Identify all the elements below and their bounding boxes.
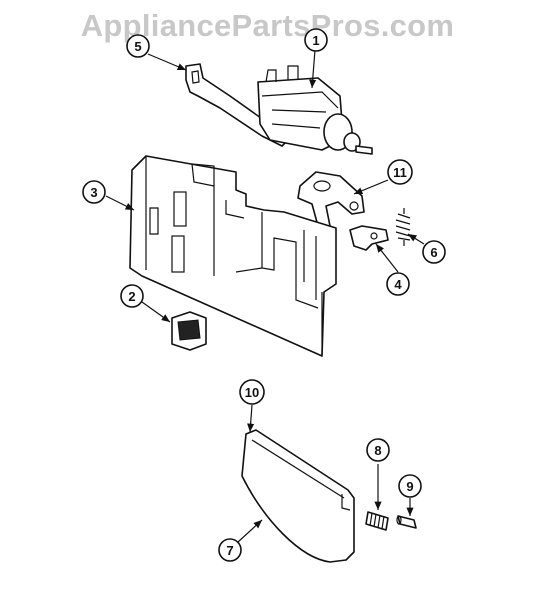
callout-label-9: 9 (406, 479, 413, 494)
part-6-spring (395, 208, 411, 246)
callout-label-7: 7 (226, 543, 233, 558)
part-1-switch (257, 65, 373, 155)
callout-4: 4 (386, 272, 410, 296)
part-4-latch (349, 225, 389, 251)
callout-label-5: 5 (134, 39, 141, 54)
part-7-cover (241, 429, 355, 563)
callout-8: 8 (366, 438, 390, 462)
callout-5: 5 (126, 34, 150, 58)
callout-9: 9 (398, 474, 422, 498)
part-3-housing (129, 155, 337, 357)
part-8-spring (365, 511, 389, 531)
part-9-pin (396, 515, 417, 529)
callout-7: 7 (218, 538, 242, 562)
callout-3: 3 (82, 180, 106, 204)
callout-10: 10 (239, 379, 265, 405)
callout-1: 1 (304, 28, 328, 52)
part-11-bracket (297, 171, 365, 227)
part-2-button (171, 311, 207, 351)
callout-2: 2 (120, 284, 144, 308)
callout-label-2: 2 (128, 289, 135, 304)
callout-label-11: 11 (393, 165, 407, 180)
callout-6: 6 (422, 240, 446, 264)
leader-lines (105, 49, 425, 543)
callout-label-1: 1 (312, 33, 319, 48)
callout-label-6: 6 (430, 245, 437, 260)
callout-label-8: 8 (374, 443, 381, 458)
callout-label-3: 3 (90, 185, 97, 200)
callout-11: 11 (387, 159, 413, 185)
callout-label-10: 10 (245, 385, 259, 400)
callout-label-4: 4 (394, 277, 402, 292)
